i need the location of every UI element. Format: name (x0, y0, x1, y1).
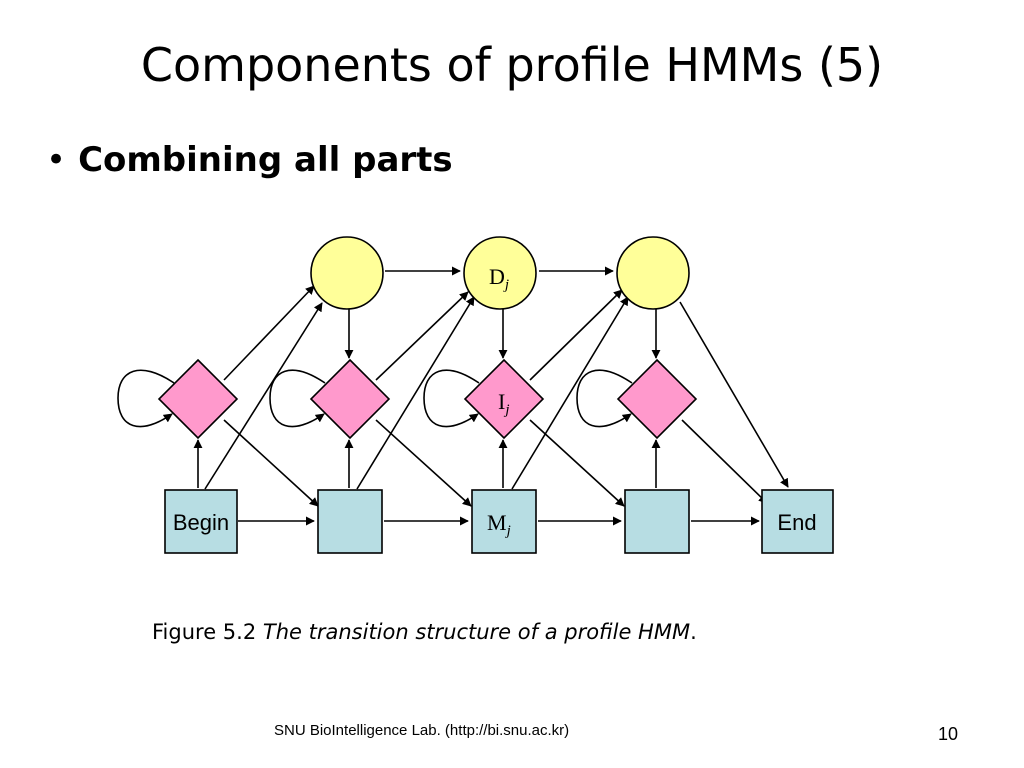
insert-state-0 (157, 358, 239, 440)
delete-state-j (463, 236, 537, 310)
delete-state-1 (310, 236, 384, 310)
delete-states (310, 236, 690, 310)
edge-i1-d2 (375, 291, 469, 381)
end-label: End (777, 510, 816, 535)
bullet-item: • Combining all parts (46, 140, 453, 180)
slide-title: Components of profile HMMs (5) (140, 38, 884, 92)
match-state-3 (624, 489, 690, 554)
caption-text: The transition structure of a profile HM… (262, 620, 691, 644)
loop-i3 (576, 369, 633, 428)
edge-m2-d3 (511, 296, 629, 490)
footer-lab: SNU BioIntelligence Lab. (http://bi.snu.… (274, 722, 570, 739)
edge-i2-d3 (529, 289, 623, 381)
transition-edges (117, 266, 789, 526)
caption-suffix: . (690, 620, 697, 644)
insert-states (157, 358, 698, 440)
edge-m1-d2 (356, 296, 475, 490)
match-state-1 (317, 489, 383, 554)
end-state (761, 489, 834, 554)
loop-i0 (117, 369, 175, 428)
edge-i0-d1 (223, 285, 315, 381)
bullet-text: Combining all parts (78, 140, 453, 180)
edge-d3-end (679, 301, 789, 488)
edge-begin-d1 (204, 302, 323, 490)
insert-state-3 (616, 358, 698, 440)
edge-i1-m2 (375, 419, 472, 507)
insert-state-j (463, 358, 545, 440)
loop-i2 (423, 369, 480, 428)
insert-j-label: Ij (498, 389, 510, 418)
bullet-marker: • (46, 140, 67, 180)
match-states (164, 489, 834, 554)
insert-state-1 (309, 358, 391, 440)
page-number: 10 (938, 724, 959, 744)
begin-state (164, 489, 238, 554)
figure-caption: Figure 5.2 The transition structure of a… (152, 620, 697, 644)
delete-j-label: Dj (489, 264, 509, 293)
edge-i0-m1 (223, 419, 319, 507)
loop-i1 (269, 369, 326, 428)
match-j-label: Mj (487, 510, 511, 539)
match-state-j (471, 489, 537, 554)
begin-label: Begin (173, 510, 229, 535)
delete-state-3 (616, 236, 690, 310)
edge-i3-end (681, 419, 768, 504)
edge-i2-m3 (529, 419, 625, 507)
caption-prefix: Figure 5.2 (152, 620, 257, 644)
